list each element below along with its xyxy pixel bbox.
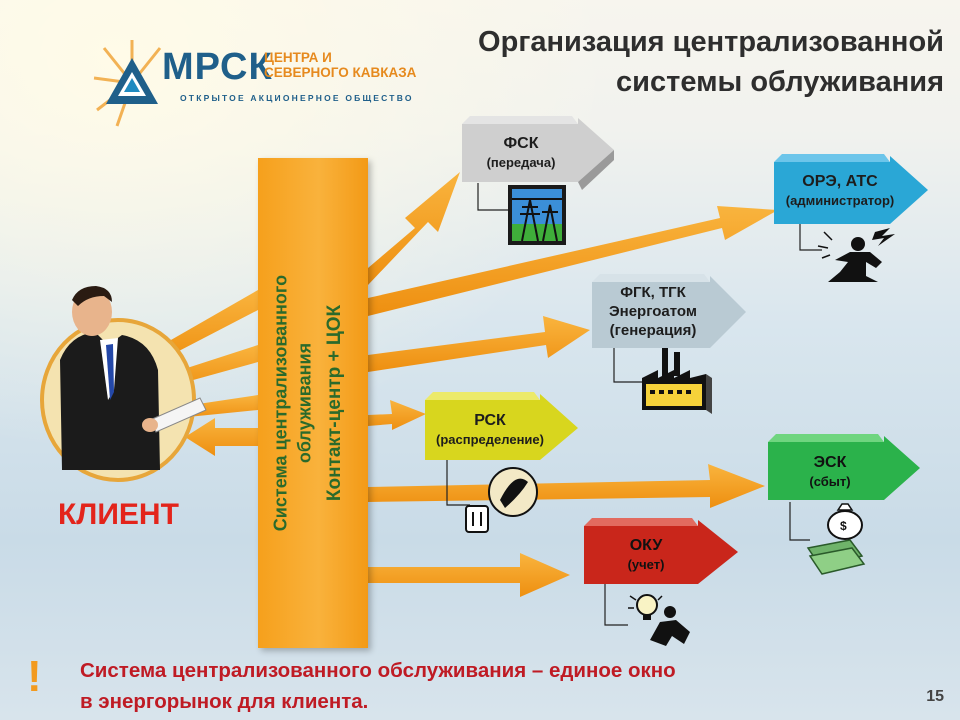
node-ore: ОРЭ, АТС (администратор) [766, 172, 914, 236]
central-bar-line3: Контакт-центр + ЦОК [324, 304, 345, 502]
node-rsk: РСК (распределение) [418, 411, 562, 475]
svg-text:$: $ [840, 519, 847, 533]
central-service-bar-text: Система централизованного облуживания Ко… [258, 158, 368, 648]
page-number: 15 [926, 688, 944, 705]
fgk-box-shape [592, 276, 746, 348]
footer-statement: Система централизованного обслуживания –… [80, 655, 676, 717]
node-oku-role: (учет) [627, 557, 665, 572]
arrow-to-rsk [368, 400, 426, 430]
logo-region-line2: СЕВЕРНОГО КАВКАЗА [264, 65, 417, 80]
company-logo: МРСК ЦЕНТРА И СЕВЕРНОГО КАВКАЗА ОТКРЫТОЕ… [92, 38, 422, 128]
node-esk-role: (сбыт) [809, 474, 851, 489]
node-fgk: ФГК, ТГК Энергоатом (генерация) [592, 283, 714, 347]
node-rsk-name: РСК [474, 412, 506, 429]
exclamation-mark: ! [27, 652, 42, 701]
node-esk-name: ЭСК [813, 454, 847, 471]
node-fsk-role: (передача) [486, 155, 556, 170]
node-fgk-name2: Энергоатом [608, 303, 697, 320]
node-ore-name: ОРЭ, АТС [802, 173, 878, 190]
money-bag-icon: $ [806, 503, 866, 575]
arrow-to-fgk [368, 316, 590, 372]
arrow-to-ore [368, 206, 778, 316]
arrow-to-oku [368, 553, 570, 597]
businessman-icon [40, 286, 207, 482]
electric-plug-icon [465, 467, 538, 533]
footer-line2: в энергорынок для клиента. [80, 690, 369, 713]
node-rsk-role: (распределение) [436, 432, 544, 447]
slide-title: Организация централизованной системы обл… [384, 22, 944, 102]
client-label: КЛИЕНТ [58, 498, 179, 531]
ore-box-shape [774, 156, 928, 224]
central-bar-line1: Система централизованного [270, 274, 291, 532]
logo-company-type: ОТКРЫТОЕ АКЦИОНЕРНОЕ ОБЩЕСТВО [180, 93, 414, 103]
logo-brand: МРСК [162, 46, 273, 88]
logo-region-line1: ЦЕНТРА И [264, 50, 332, 65]
client-return-arrow [185, 418, 258, 456]
oku-box-shape [584, 520, 738, 584]
power-tower-icon [508, 185, 566, 245]
arrow-to-esk [368, 464, 765, 508]
node-oku-name: ОКУ [629, 537, 663, 554]
node-ore-role: (администратор) [785, 193, 895, 208]
arrow-to-fsk [368, 172, 460, 285]
node-esk: ЭСК (сбыт) [768, 453, 892, 517]
logo-region: ЦЕНТРА И СЕВЕРНОГО КАВКАЗА [264, 50, 416, 80]
footer-line1: Система централизованного обслуживания –… [80, 659, 676, 682]
central-service-bar [258, 158, 368, 648]
title-line2: системы облуживания [616, 66, 944, 98]
factory-icon [642, 348, 712, 414]
node-fsk-name: ФСК [503, 135, 539, 152]
title-line1: Организация централизованной [478, 26, 944, 58]
lightbulb-thinker-icon [628, 594, 690, 646]
central-bar-line2: облуживания [294, 342, 315, 464]
node-fgk-role: (генерация) [609, 322, 697, 339]
node-oku: ОКУ (учет) [584, 536, 708, 600]
fsk-box-shape [462, 118, 614, 182]
esk-box-shape [768, 436, 920, 500]
node-fsk: ФСК (передача) [462, 134, 580, 198]
logo-icon [93, 40, 162, 127]
node-fgk-name: ФГК, ТГК [620, 284, 686, 301]
node-shapes [425, 116, 928, 584]
administrator-icon [817, 228, 895, 282]
rsk-box-shape [425, 394, 578, 460]
